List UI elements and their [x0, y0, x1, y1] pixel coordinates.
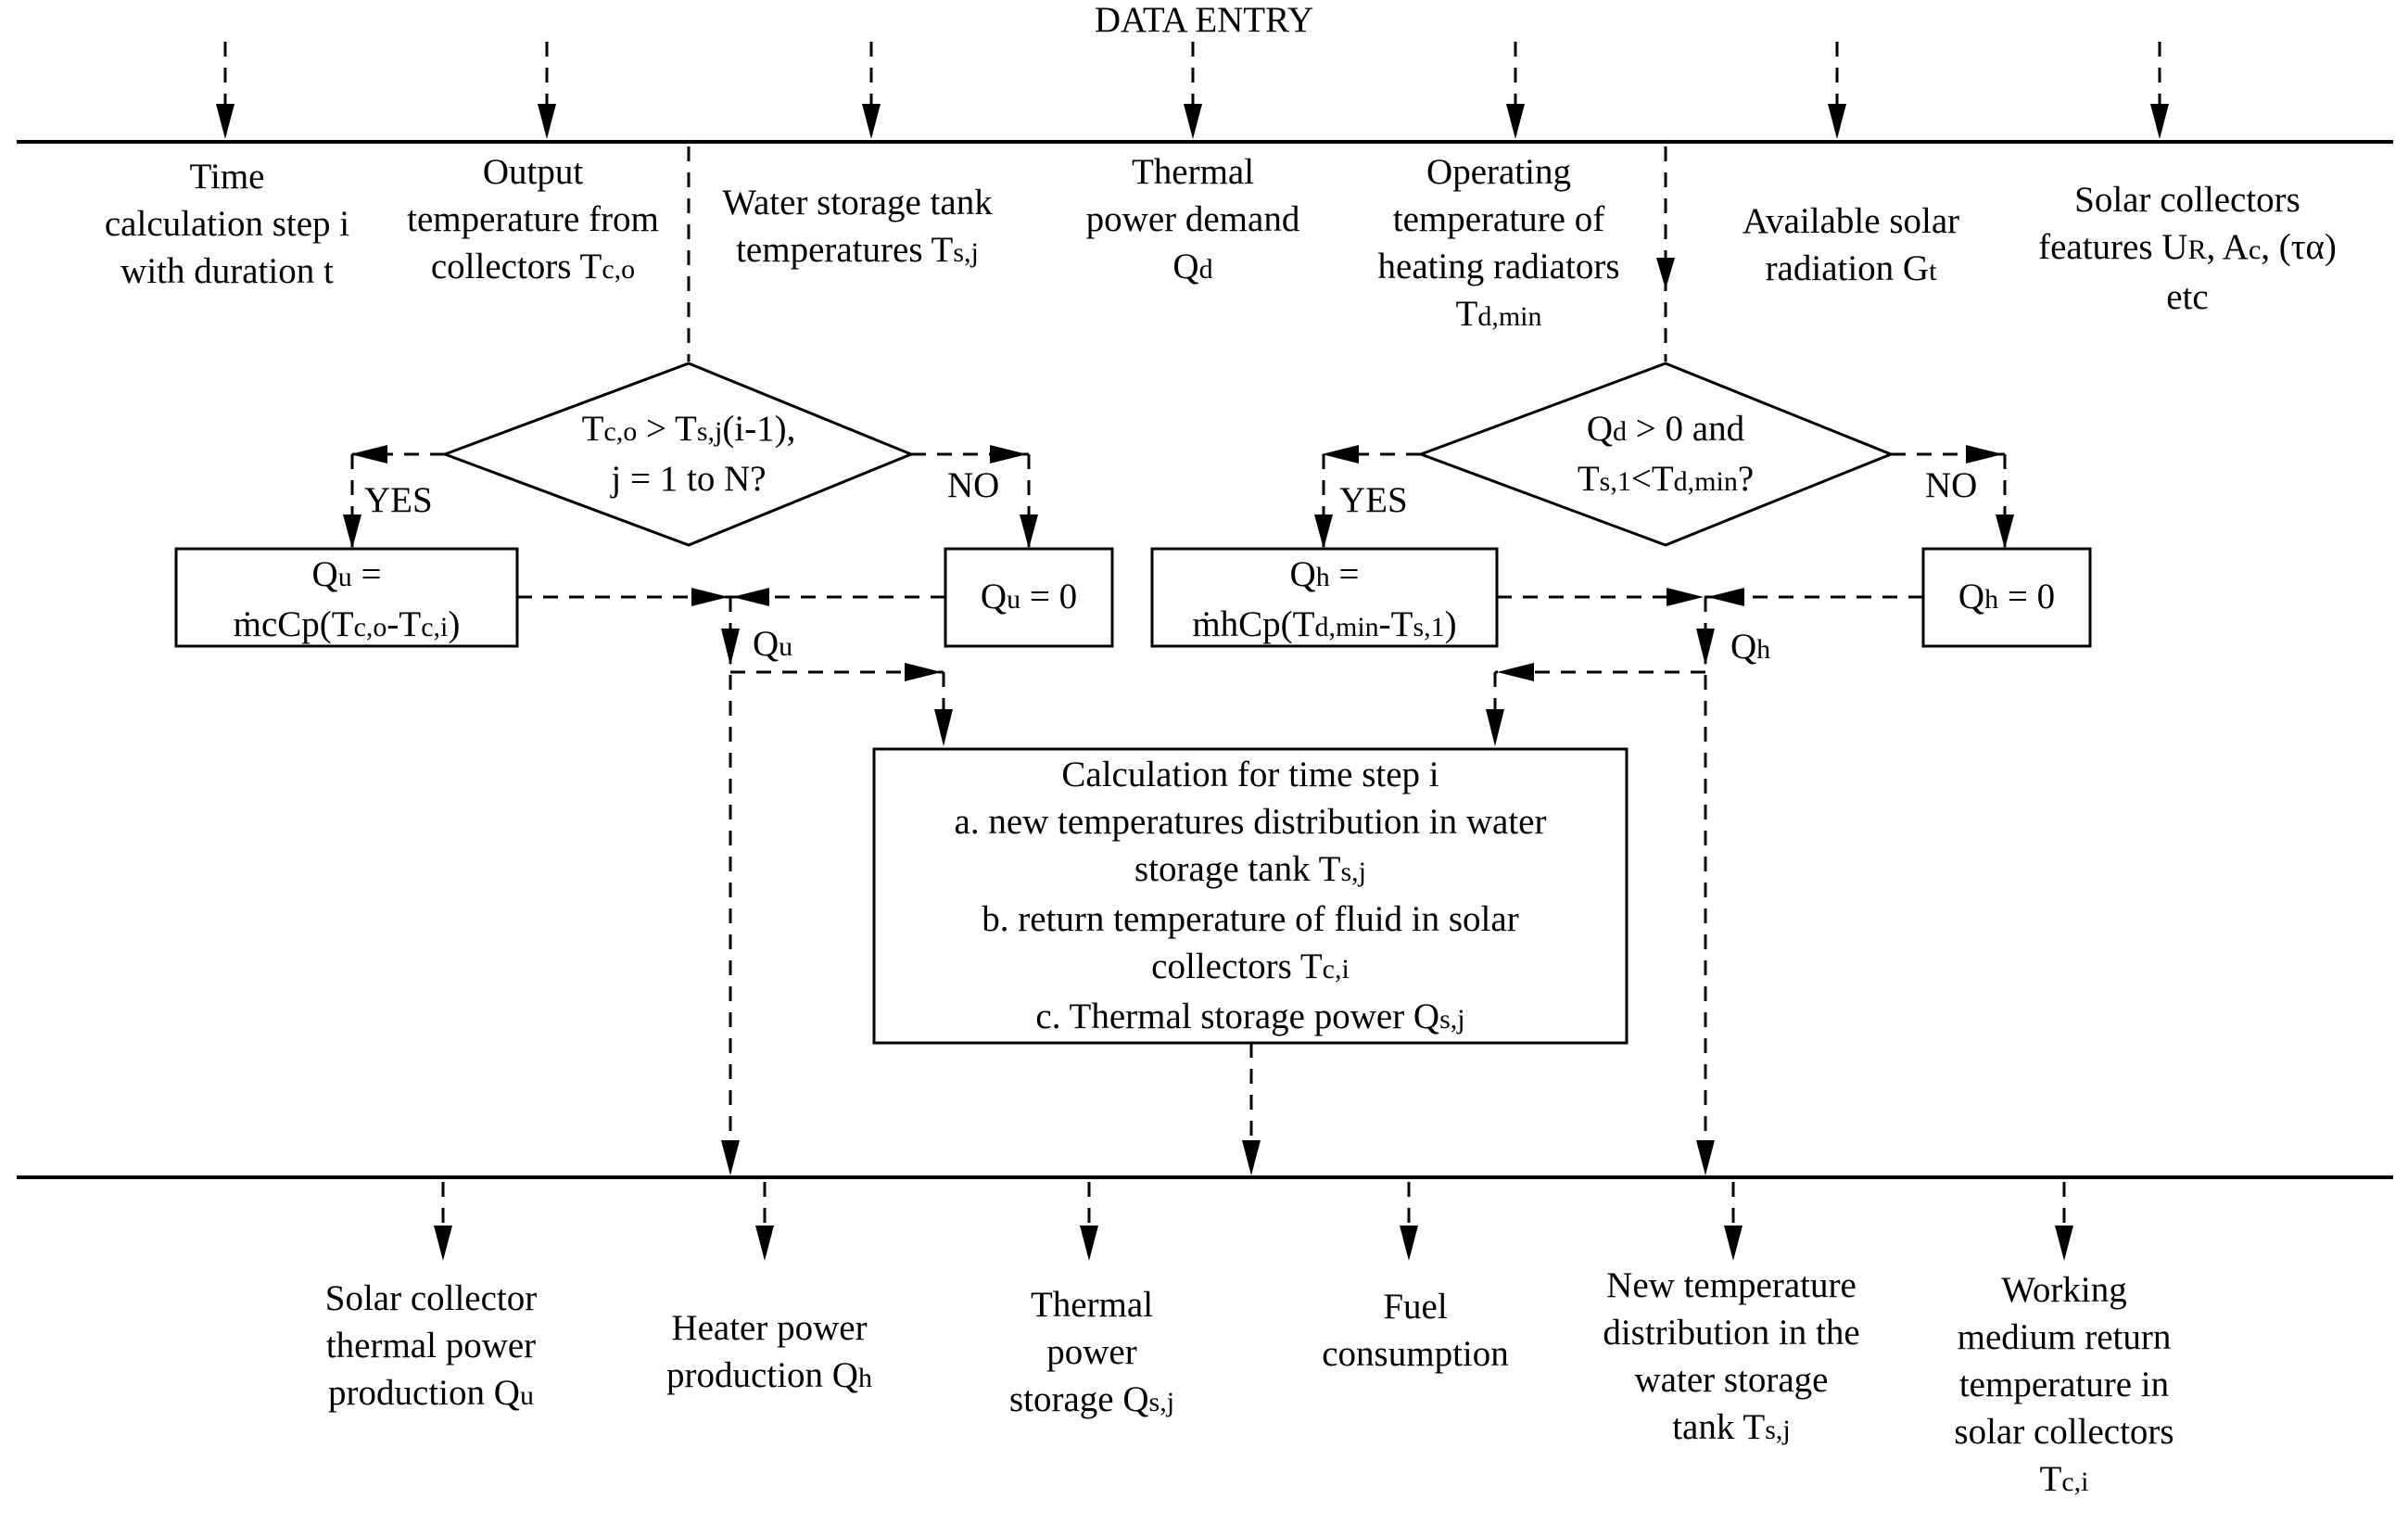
entry-arrowhead-1 — [216, 104, 234, 139]
entry-arrowhead-7 — [2150, 104, 2169, 139]
arrowhead-qu-merge-right — [732, 588, 769, 606]
arrowhead-qh-to-calc-v — [1486, 709, 1504, 746]
output-heater-power: Heater power production Qh — [666, 1308, 872, 1395]
output-arrowhead-2 — [755, 1226, 774, 1261]
arrowhead-qu-merge-left — [691, 588, 729, 606]
arrowhead-qu-to-calc-h — [905, 663, 942, 681]
box-qu-zero — [944, 547, 1114, 648]
decision-left-text: Tc,o > Ts,j(i-1), j = 1 to N? — [581, 409, 796, 499]
arrowhead-calc-bottom — [1242, 1140, 1261, 1175]
output-tank-temperature-distribution: New temperature distribution in the wate… — [1603, 1265, 1860, 1447]
output-solar-collector-power: Solar collector thermal power production… — [324, 1278, 538, 1413]
calculation-box-text: Calculation for time step i a. new tempe… — [954, 755, 1547, 1036]
arrowhead-qh-bottom — [1696, 1140, 1715, 1175]
box-qu-formula — [174, 547, 519, 648]
output-arrowhead-1 — [434, 1226, 452, 1261]
box-qh-formula-text: Qh = ṁhCp(Td,min-Ts,1) — [1192, 554, 1457, 644]
box-qh-zero-text: Qh = 0 — [1958, 577, 2056, 616]
input-thermal-power-demand: Thermal power demand Qd — [1085, 152, 1300, 286]
box-qu-zero-text: Qu = 0 — [980, 577, 1078, 616]
input-collector-output-temperature: Output temperature from collectors Tc,o — [407, 152, 659, 286]
input-tank-temperatures: Water storage tank temperatures Ts,j — [722, 183, 993, 270]
arrowhead-right-yes-h — [1322, 445, 1359, 464]
right-yes-label: YES — [1339, 480, 1408, 520]
decision-right-text: Qd > 0 and Ts,1<Td,min? — [1577, 409, 1755, 499]
input-solar-radiation: Available solar radiation Gt — [1742, 201, 1960, 288]
output-arrowhead-3 — [1080, 1226, 1098, 1261]
arrowhead-qh-merge-left — [1667, 588, 1704, 606]
output-thermal-storage-power: Thermal power storage Qs,j — [1008, 1285, 1175, 1419]
data-entry-title: DATA ENTRY — [1094, 0, 1314, 40]
input-time-step: Time calculation step i with duration t — [104, 157, 350, 291]
decision-left — [440, 362, 915, 547]
input-collector-features: Solar collectors features UR, Ac, (τα) e… — [2038, 180, 2337, 317]
output-arrowhead-6 — [2055, 1226, 2073, 1261]
left-no-label: NO — [947, 465, 1000, 505]
arrowhead-left-yes-h — [350, 445, 387, 464]
output-arrowhead-5 — [1724, 1226, 1743, 1261]
arrowhead-left-no-h — [990, 445, 1027, 464]
decision-right — [1416, 362, 1895, 547]
entry-arrowhead-2 — [538, 104, 556, 139]
entry-arrowhead-4 — [1184, 104, 1202, 139]
entry-arrowhead-6 — [1828, 104, 1846, 139]
arrowhead-qu-bottom — [721, 1140, 740, 1175]
box-qu-formula-text: Qu = ṁcCp(Tc,o-Tc,i) — [233, 554, 461, 644]
entry-arrowhead-5 — [1506, 104, 1525, 139]
right-no-label: NO — [1925, 465, 1978, 505]
arrowhead-qu-to-calc-v — [934, 709, 953, 746]
arrowhead-right-yes-v — [1314, 514, 1333, 549]
entry-arrowhead-3 — [862, 104, 881, 139]
output-arrowhead-4 — [1400, 1226, 1418, 1261]
output-fuel-consumption: Fuel consumption — [1322, 1287, 1509, 1374]
input-radiator-temperature: Operating temperature of heating radiato… — [1377, 152, 1620, 334]
flow-qu-label: Qu — [753, 624, 793, 664]
box-qh-zero — [1921, 547, 2092, 648]
flow-qh-label: Qh — [1730, 627, 1771, 667]
arrowhead-qh-merge-right — [1707, 588, 1744, 606]
arrowhead-qh-to-calc-h — [1497, 663, 1534, 681]
arrowhead-right-no-h — [1966, 445, 2003, 464]
arrowhead-left-yes-v — [343, 514, 361, 549]
arrowhead-qh-down — [1696, 629, 1715, 666]
arrowhead-right-no-v — [1996, 514, 2014, 549]
output-return-temperature: Working medium return temperature in sol… — [1954, 1270, 2174, 1499]
arrowhead-qu-down — [721, 629, 740, 666]
arrowhead-left-no-v — [1020, 514, 1038, 549]
arrowhead-right-decision-in — [1656, 258, 1675, 289]
calculation-box — [872, 747, 1629, 1045]
left-yes-label: YES — [364, 480, 433, 520]
